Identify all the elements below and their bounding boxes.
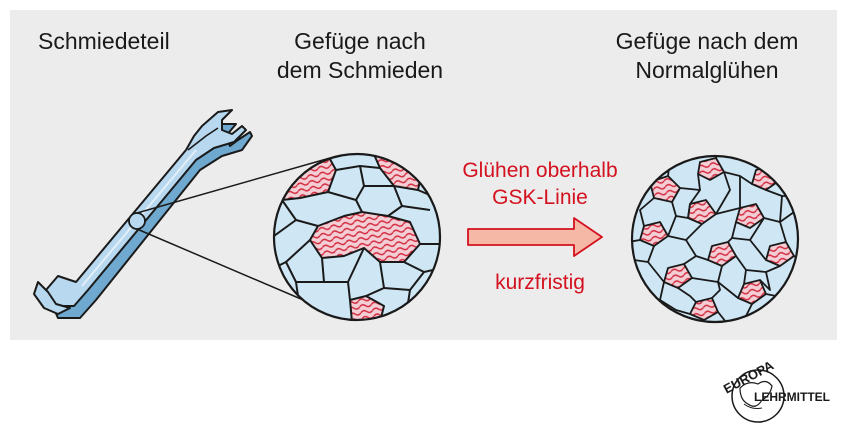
wrench-icon <box>33 109 253 319</box>
logo-text-bottom: LEHRMITTEL <box>754 390 830 404</box>
label-forging: Schmiedeteil <box>38 28 170 54</box>
microstructure-normalized <box>630 154 800 324</box>
label-after-annealing-line2: Normalglühen <box>635 57 779 83</box>
process-arrow <box>467 217 603 257</box>
process-duration-label: kurzfristig <box>495 271 585 294</box>
microstructure-forged <box>272 152 442 322</box>
sample-spot <box>128 212 146 230</box>
europa-lehrmittel-logo: EUROPA LEHRMITTEL <box>721 357 830 423</box>
process-label-line2: GSK-Linie <box>492 186 588 209</box>
zoom-line-top <box>136 155 338 214</box>
process-label-line1: Glühen oberhalb <box>462 159 618 182</box>
label-after-forging-line1: Gefüge nach <box>294 28 426 54</box>
zoom-line-bottom <box>136 228 323 309</box>
label-after-forging-line2: dem Schmieden <box>276 57 444 83</box>
label-after-annealing-line1: Gefüge nach dem <box>615 28 799 54</box>
